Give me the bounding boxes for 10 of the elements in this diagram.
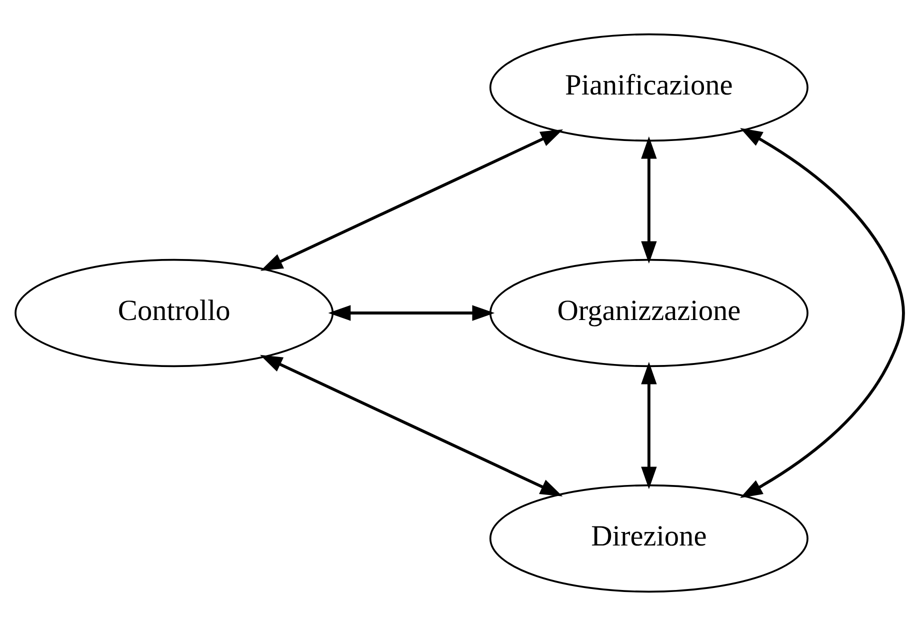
node-ellipse: Pianificazione [489, 32, 808, 142]
arrow [260, 354, 563, 496]
arrow [328, 304, 495, 320]
node-ellipse: Organizzazione [489, 258, 808, 367]
node-ellipse: Controllo [14, 258, 334, 367]
arrow [740, 128, 905, 498]
arrow [641, 361, 657, 489]
arrow [641, 136, 657, 264]
node-ellipse: Direzione [489, 484, 808, 592]
arrow [260, 128, 564, 270]
